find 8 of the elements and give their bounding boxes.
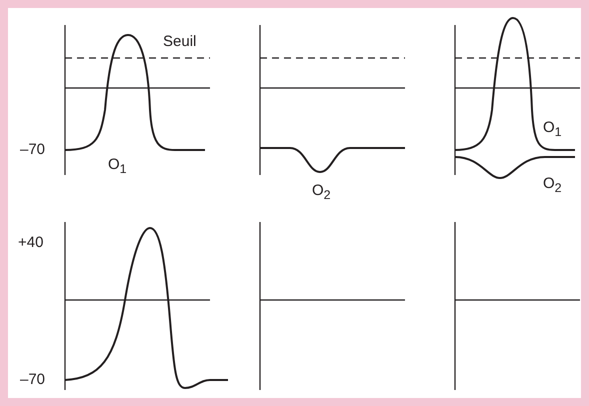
curve-label: O$_{2}$ (312, 183, 331, 203)
axis-value-label: –70 (20, 372, 46, 388)
curve-label: O$_{1}$ (108, 157, 127, 177)
curve-label: O$_{2}$ (543, 176, 562, 196)
threshold-label: Seuil (163, 34, 196, 50)
curve-label: O$_{1}$ (543, 120, 562, 140)
axis-value-label: –70 (20, 142, 46, 158)
axis-value-label: +40 (18, 235, 44, 251)
